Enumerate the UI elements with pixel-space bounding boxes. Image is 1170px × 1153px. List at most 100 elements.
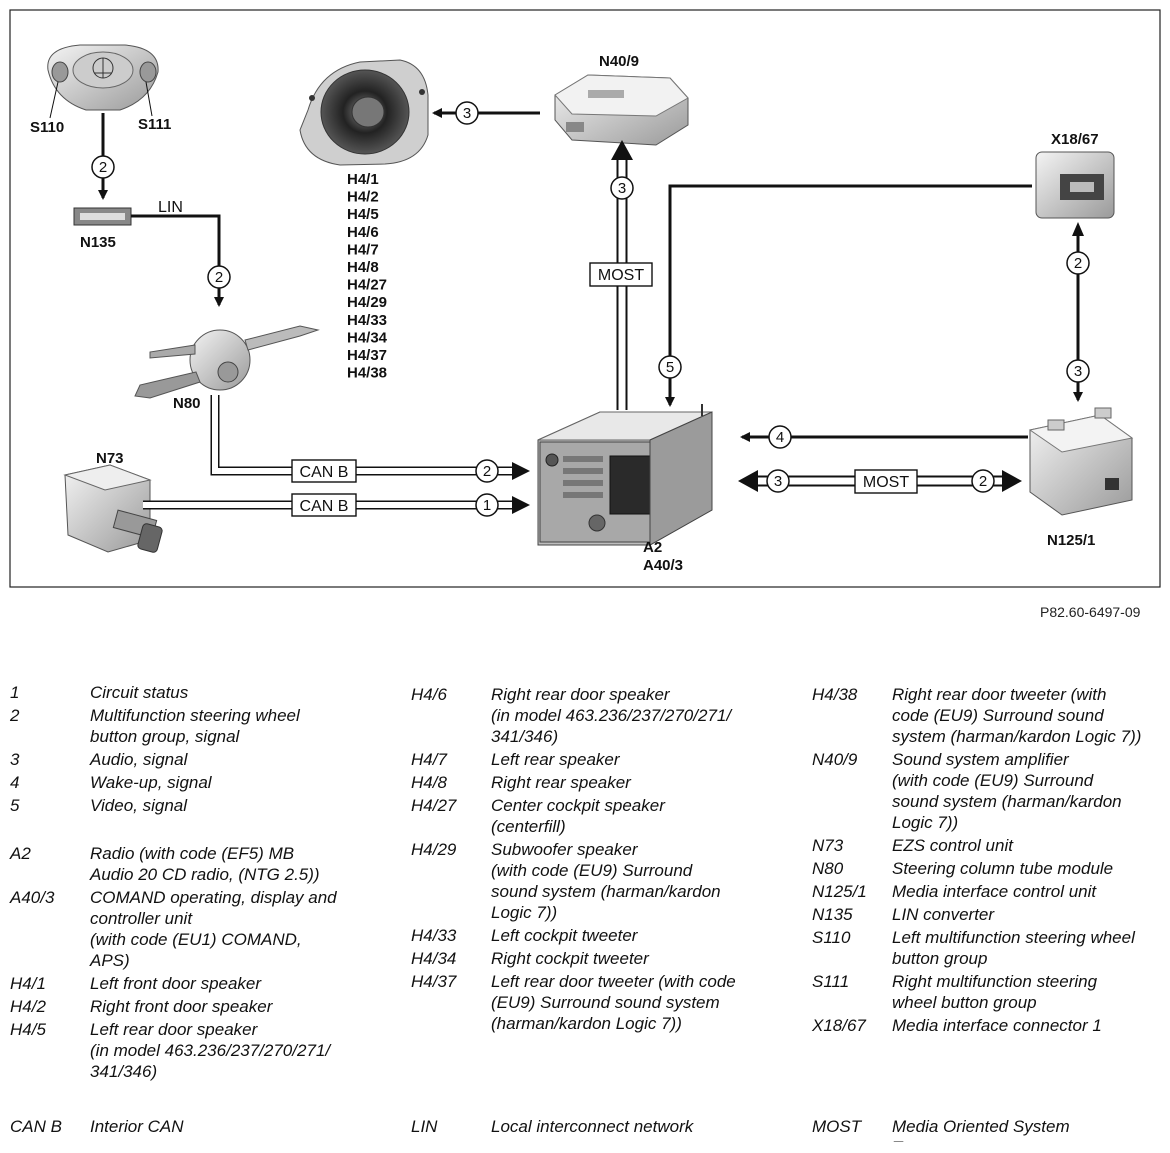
legend-key: S110	[812, 928, 851, 947]
legend-description: Radio (with code (EF5) MB Audio 20 CD ra…	[90, 844, 320, 884]
signal-number: 3	[774, 473, 782, 490]
legend-description: Right rear speaker	[491, 773, 631, 792]
legend-key: H4/33	[411, 926, 457, 945]
abbreviation-item: MOST Media Oriented System Transport	[812, 1116, 1170, 1142]
a2-radio-head-unit	[537, 404, 713, 546]
legend-description: Audio, signal	[90, 750, 188, 769]
signal-number: 3	[618, 180, 626, 197]
bus-label-canb: CAN B	[300, 498, 349, 515]
legend-description: Video, signal	[90, 796, 188, 815]
legend-description: Left front door speaker	[90, 974, 262, 993]
speaker-label: H4/33	[347, 312, 387, 329]
label-x18-67: X18/67	[1051, 131, 1099, 148]
abbreviation-key: MOST	[812, 1117, 862, 1136]
legend-key: 1	[10, 683, 20, 702]
speaker-label: H4/5	[347, 206, 379, 223]
legend-description: Wake-up, signal	[90, 773, 212, 792]
n125-1-media-interface-unit	[1028, 407, 1134, 516]
diagram-frame	[9, 9, 1161, 588]
bus-label-canb: CAN B	[300, 464, 349, 481]
label-n40-9: N40/9	[599, 53, 639, 70]
legend-description: Left multifunction steering wheel button…	[892, 928, 1135, 968]
label-n125-1: N125/1	[1047, 532, 1095, 549]
legend-key: 2	[10, 706, 20, 725]
signal-number: 1	[483, 497, 491, 514]
abbreviation-description: Local interconnect network	[491, 1117, 694, 1136]
label-s111: S111	[138, 116, 171, 133]
legend-key: S111	[812, 972, 850, 991]
legend-description: LIN converter	[892, 905, 995, 924]
speaker-label: H4/2	[347, 189, 379, 206]
n40-9-amplifier	[554, 74, 689, 146]
signal-number: 3	[1074, 363, 1082, 380]
label-n73: N73	[96, 450, 124, 467]
speaker-label: H4/8	[347, 259, 379, 276]
legend-description: Media interface control unit	[892, 882, 1097, 901]
legend-key: H4/8	[411, 773, 447, 792]
legend-description: Left rear door tweeter (with code (EU9) …	[491, 972, 736, 1033]
bus-label-most: MOST	[863, 474, 909, 491]
legend-key: N125/1	[812, 882, 867, 901]
legend-key: N135	[812, 905, 853, 924]
legend-key: H4/38	[812, 685, 858, 704]
legend-key: 4	[10, 773, 20, 792]
legend-key: H4/6	[411, 685, 447, 704]
legend-key: N73	[812, 836, 844, 855]
label-n135: N135	[80, 234, 116, 251]
legend-key: 5	[10, 796, 20, 815]
n135-lin-converter	[73, 207, 132, 226]
legend-key: H4/1	[10, 974, 46, 993]
label-s110: S110	[30, 119, 64, 136]
speaker-label-list: H4/1H4/2H4/5H4/6H4/7H4/8H4/27H4/29H4/33H…	[347, 171, 388, 382]
legend-description: Center cockpit speaker (centerfill)	[491, 796, 665, 836]
legend-key: 3	[10, 750, 20, 769]
signal-number: 2	[483, 463, 491, 480]
label-a2: A2	[643, 539, 662, 556]
bus-label-most: MOST	[598, 267, 644, 284]
n80-steering-column-module	[134, 325, 320, 399]
legend-description: Circuit status	[90, 683, 189, 702]
speaker-label: H4/38	[347, 365, 387, 382]
signal-number: 4	[776, 429, 784, 446]
legend-key: N40/9	[812, 750, 858, 769]
signal-number: 2	[99, 159, 107, 176]
speaker-label: H4/34	[347, 329, 388, 346]
legend-key: H4/2	[10, 997, 46, 1016]
legend-description: Subwoofer speaker (with code (EU9) Surro…	[491, 840, 721, 922]
abbreviation-description: Media Oriented System Transport	[892, 1117, 1070, 1142]
legend-key: A2	[10, 844, 31, 863]
legend-key: N80	[812, 859, 844, 878]
legend-description: Right rear door tweeter (with code (EU9)…	[892, 685, 1142, 746]
signal-number: 2	[979, 473, 987, 490]
n73-ezs-control-unit	[63, 464, 163, 553]
label-n80: N80	[173, 395, 201, 412]
label-lin: LIN	[158, 199, 183, 216]
signal-number: 5	[666, 359, 674, 376]
legend-description: Right multifunction steering wheel butto…	[892, 972, 1098, 1012]
speaker-label: H4/6	[347, 224, 379, 241]
legend-description: Right cockpit tweeter	[491, 949, 649, 968]
legend-key: H4/34	[411, 949, 457, 968]
speaker-label: H4/27	[347, 277, 387, 294]
legend-key: H4/5	[10, 1020, 46, 1039]
abbreviation-description: Interior CAN	[90, 1117, 184, 1136]
figure-reference: P82.60-6497-09	[1040, 604, 1141, 620]
steering-wheel-hub-illustration	[47, 44, 159, 111]
speaker-illustration	[299, 59, 429, 166]
legend-description: Media interface connector 1	[892, 1016, 1102, 1035]
speaker-label: H4/1	[347, 171, 379, 188]
legend-description: Sound system amplifier (with code (EU9) …	[892, 750, 1122, 832]
legend-key: X18/67	[812, 1016, 866, 1035]
legend-key: H4/27	[411, 796, 457, 815]
speaker-label: H4/37	[347, 347, 387, 364]
legend-description: Left cockpit tweeter	[491, 926, 638, 945]
speaker-label: H4/7	[347, 241, 379, 258]
speaker-label: H4/29	[347, 294, 387, 311]
x18-67-media-connector	[1035, 151, 1115, 219]
legend-description: Right rear door speaker (in model 463.23…	[491, 685, 732, 746]
legend-key: H4/29	[411, 840, 457, 859]
legend-description: EZS control unit	[892, 836, 1013, 855]
legend-description: Multifunction steering wheel button grou…	[90, 706, 300, 746]
legend-description: Right front door speaker	[90, 997, 273, 1016]
